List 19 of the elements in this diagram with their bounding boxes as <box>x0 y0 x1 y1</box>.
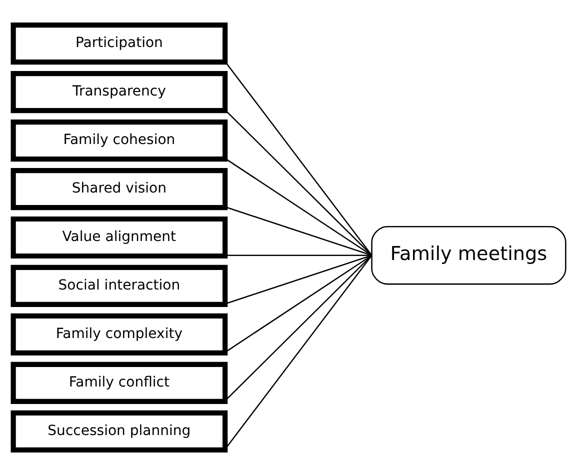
node-box: Shared vision <box>10 168 228 210</box>
node-box: Transparency <box>10 71 228 114</box>
connector <box>224 254 372 450</box>
connector <box>224 254 372 402</box>
node-box: Succession planning <box>10 410 228 452</box>
connector <box>224 158 372 256</box>
node-box: Family complexity <box>10 313 228 356</box>
node-box: Participation <box>10 22 228 65</box>
connector <box>225 254 372 256</box>
node-box: Value alignment <box>10 216 228 259</box>
connector <box>224 61 372 256</box>
connector <box>224 254 372 353</box>
connector <box>224 206 372 256</box>
node-box: Family conflict <box>10 362 228 404</box>
node-box: Family meetings <box>371 226 566 285</box>
connector <box>224 109 372 256</box>
connector <box>224 254 372 304</box>
node-box: Social interaction <box>10 264 228 308</box>
node-box: Family cohesion <box>10 120 228 162</box>
